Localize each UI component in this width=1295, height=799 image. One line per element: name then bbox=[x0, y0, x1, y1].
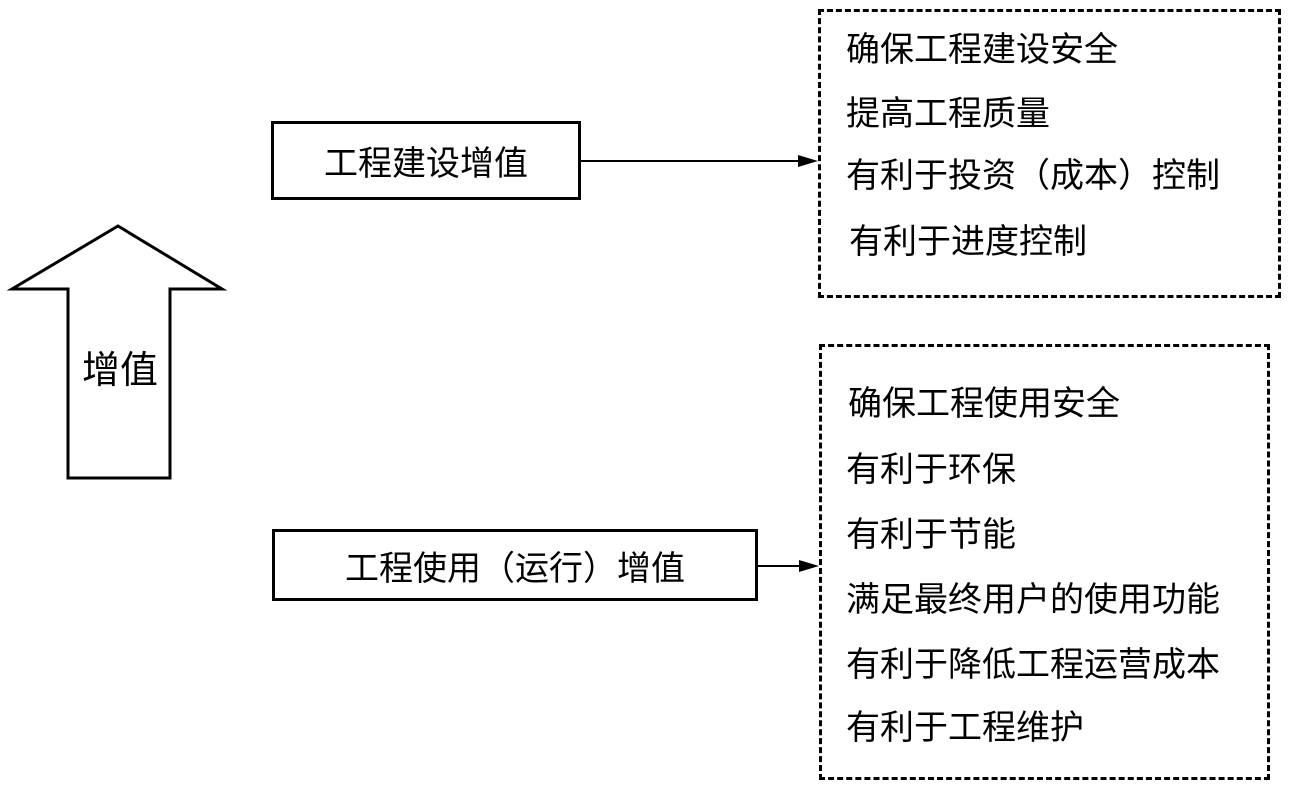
operation-value-title: 工程使用（运行）增值 bbox=[345, 548, 685, 589]
operation-benefit-item: 确保工程使用安全 bbox=[848, 384, 1120, 424]
value-arrow-label: 增值 bbox=[81, 348, 158, 392]
operation-benefits-box bbox=[819, 344, 1270, 780]
operation-benefit-item: 有利于降低工程运营成本 bbox=[846, 645, 1220, 685]
construction-benefit-item: 提高工程质量 bbox=[846, 94, 1050, 134]
construction-benefit-item: 有利于进度控制 bbox=[849, 222, 1087, 262]
construction-value-title: 工程建设增值 bbox=[324, 144, 528, 184]
operation-benefit-item: 有利于环保 bbox=[846, 450, 1016, 490]
operation-benefit-item: 有利于工程维护 bbox=[846, 708, 1084, 748]
arrowhead-construction bbox=[798, 155, 818, 167]
operation-benefit-item: 有利于节能 bbox=[846, 515, 1016, 555]
construction-benefit-item: 有利于投资（成本）控制 bbox=[846, 156, 1220, 196]
construction-benefits-box bbox=[818, 9, 1281, 298]
operation-value-box: 工程使用（运行）增值 bbox=[272, 529, 758, 601]
value-up-arrow bbox=[6, 224, 228, 480]
construction-value-box: 工程建设增值 bbox=[271, 121, 581, 200]
arrowhead-operation bbox=[799, 560, 819, 572]
construction-benefit-item: 确保工程建设安全 bbox=[846, 30, 1118, 70]
operation-benefit-item: 满足最终用户的使用功能 bbox=[846, 580, 1220, 620]
